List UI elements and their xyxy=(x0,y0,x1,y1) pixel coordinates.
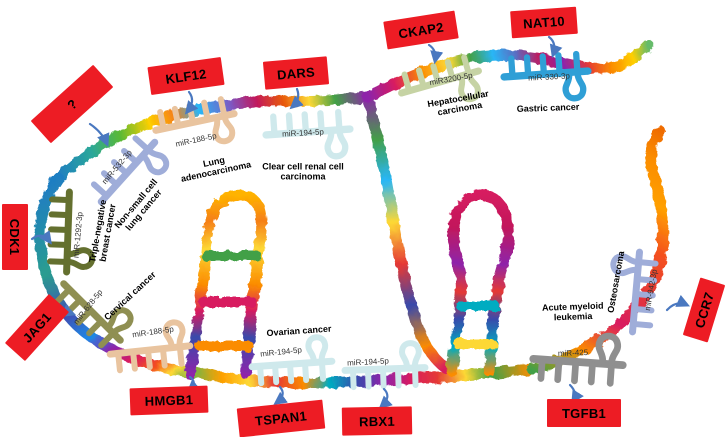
gene-box-label: HMGB1 xyxy=(144,392,194,409)
gene-box-dars: DARS xyxy=(262,56,330,90)
gene-box-label: NAT10 xyxy=(522,13,566,32)
cancer-label: Clear cell renal cell carcinoma xyxy=(262,161,344,182)
arrow-tspan1 xyxy=(273,385,288,405)
gene-box-label: CCR7 xyxy=(691,290,717,330)
mirna-site-icon-mir-194-5p-tspan1 xyxy=(250,336,333,383)
strand-right-arc xyxy=(526,125,669,375)
arrow-unknown-gene xyxy=(88,122,110,148)
connector-arrows xyxy=(30,35,691,410)
gene-box-label: KLF12 xyxy=(164,65,208,87)
gene-box-rbx1: RBX1 xyxy=(341,406,413,436)
arrow-dars xyxy=(289,87,304,110)
gene-box-hmgb1: HMGB1 xyxy=(129,385,209,416)
gene-box-cdk1: CDK1 xyxy=(2,204,28,270)
strand-mid-hairpin xyxy=(184,189,267,380)
arrow-cdk1 xyxy=(30,230,52,245)
gene-box-tgfb1: TGFB1 xyxy=(547,399,621,427)
gene-box-label: TSPAN1 xyxy=(254,408,308,429)
strand-descending xyxy=(362,91,453,375)
circrna-rope xyxy=(34,39,669,389)
strand-right-hairpin xyxy=(446,189,514,377)
gene-box-label: RBX1 xyxy=(358,413,396,429)
gene-box-label: CDK1 xyxy=(7,218,23,256)
arrow-ckap2 xyxy=(427,43,444,65)
arrow-ccr7 xyxy=(665,294,691,312)
gene-box-label: CKAP2 xyxy=(397,19,445,41)
arrow-nat10 xyxy=(547,35,563,59)
arrow-rbx1 xyxy=(378,387,393,410)
gene-box-label: TGFB1 xyxy=(561,405,607,421)
mirna-label: miR-425 xyxy=(557,347,589,359)
arrow-klf12 xyxy=(184,90,199,115)
gene-box-label: ? xyxy=(63,95,81,113)
gene-box-label: DARS xyxy=(276,63,316,83)
gene-box-nat10: NAT10 xyxy=(510,6,578,39)
